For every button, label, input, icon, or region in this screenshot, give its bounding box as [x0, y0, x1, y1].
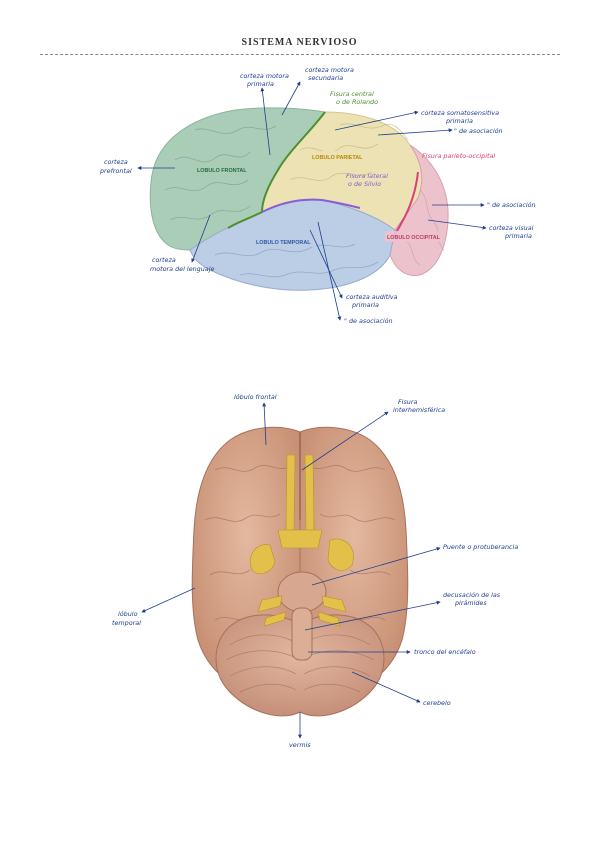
label-motora-secundaria-2: secundaria — [308, 74, 343, 82]
label-lenguaje-2: motora del lenguaje — [150, 265, 214, 273]
central-fissure-label-1: Fisura central — [330, 90, 374, 98]
label-visual-2: primaria — [504, 232, 532, 240]
parietal-lobe-label: LOBULO PARIETAL — [312, 155, 363, 161]
label-decusacion-1: decusación de las — [443, 591, 501, 599]
parieto-fissure-label: Fisura parieto-occipital — [422, 152, 495, 160]
label-motora-secundaria-1: corteza motora — [305, 66, 354, 74]
label-lobulo-frontal: lóbulo frontal — [234, 393, 277, 401]
label-tronco: tronco del encéfalo — [414, 648, 476, 656]
temporal-lobe-label: LOBULO TEMPORAL — [256, 240, 311, 246]
pons — [277, 571, 327, 613]
lateral-fissure-line — [261, 198, 361, 213]
label-somato-asoc: " de asociación — [454, 127, 503, 135]
lateral-brain-figure: LOBULO FRONTAL LOBULO PARIETAL LOBULO TE… — [99, 66, 536, 325]
label-vermis: vermis — [289, 741, 311, 749]
cranial-nerves — [250, 454, 354, 627]
label-fisura-2: interhemisférica — [393, 406, 445, 414]
occipital-lobe-label: LOBULO OCCIPITAL — [387, 235, 441, 241]
label-somato-2: primaria — [445, 117, 473, 125]
frontal-lobe-label: LOBULO FRONTAL — [197, 168, 247, 174]
occipital-lobe — [389, 144, 449, 277]
label-motora-primaria-1: corteza motora — [240, 72, 289, 80]
inferior-brain-figure: lóbulo frontal Fisura interhemisférica P… — [112, 393, 518, 749]
label-auditiva-1: corteza auditiva — [346, 293, 398, 301]
label-visual-asoc: " de asociación — [487, 201, 536, 209]
label-puente: Puente o protuberancia — [443, 543, 518, 551]
title-divider — [40, 54, 560, 55]
central-fissure-line — [227, 111, 326, 229]
page-title: SISTEMA NERVIOSO — [241, 37, 358, 48]
label-somato-1: corteza somatosensitiva — [421, 109, 499, 117]
label-prefrontal-2: prefrontal — [99, 167, 132, 175]
label-auditiva-2: primaria — [351, 301, 379, 309]
label-motora-primaria-2: primaria — [246, 80, 274, 88]
label-cerebelo: cerebelo — [423, 699, 451, 707]
label-lenguaje-1: corteza — [152, 256, 176, 264]
lateral-fissure-label-2: o de Silvio — [348, 180, 381, 188]
central-fissure-label-2: o de Rolando — [336, 98, 378, 106]
label-visual-1: corteza visual — [489, 224, 534, 232]
lateral-fissure-label-1: Fisura lateral — [346, 172, 388, 180]
label-decusacion-2: pirámides — [454, 599, 487, 607]
label-lobulo-temporal-1: lóbulo — [118, 610, 138, 618]
label-prefrontal-1: corteza — [104, 158, 128, 166]
medulla — [291, 607, 313, 661]
label-fisura-1: Fisura — [398, 398, 417, 406]
label-auditiva-asoc: " de asociación — [344, 317, 393, 325]
label-lobulo-temporal-2: temporal — [112, 619, 141, 627]
